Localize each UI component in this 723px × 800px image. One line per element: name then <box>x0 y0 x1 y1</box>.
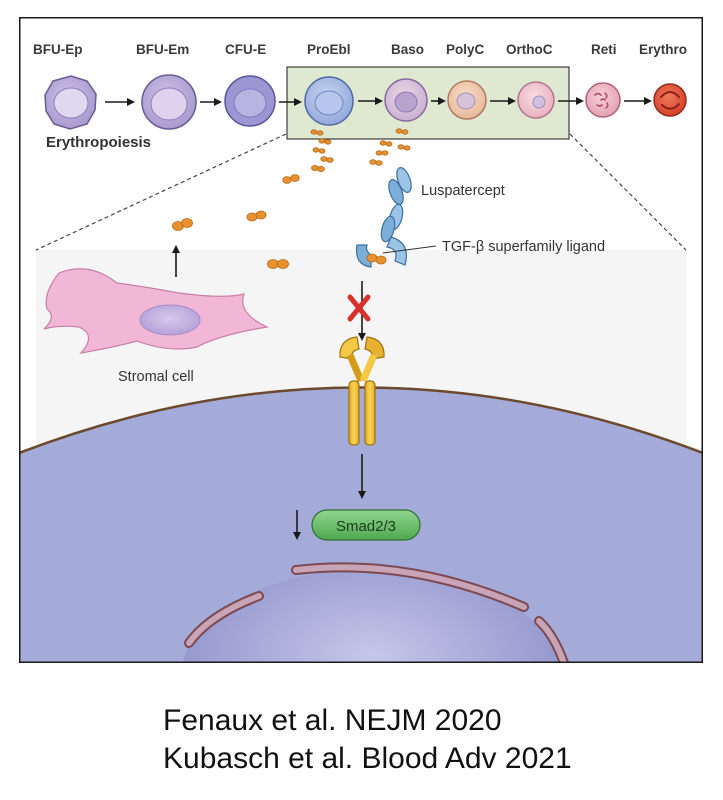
reference-1: Fenaux et al. NEJM 2020 <box>163 704 502 737</box>
pathway-figure: BFU-Ep BFU-Em CFU-E ProEbl Baso PolyC Or… <box>19 17 703 663</box>
smad-label: Smad2/3 <box>336 518 396 535</box>
ligand-dimer <box>172 218 193 231</box>
figure-frame <box>19 17 703 663</box>
cell-orthoc <box>517 81 555 119</box>
stage-label-orthoc: OrthoC <box>506 42 553 57</box>
ligand-particles <box>172 128 411 269</box>
stage-label-proebl: ProEbl <box>307 42 351 57</box>
ligand-pointer <box>382 245 437 254</box>
cell-proebl <box>304 76 354 126</box>
ligand-dimer <box>310 129 324 136</box>
receptor-icon <box>339 336 385 446</box>
stage-arrows <box>105 97 652 106</box>
inhibition-x-icon <box>347 294 371 322</box>
ligand-dimer <box>318 138 332 145</box>
smad-badge <box>311 509 421 541</box>
ligand-dimer <box>267 259 289 269</box>
stage-label-polyc: PolyC <box>446 42 485 57</box>
ligand-dimer <box>312 147 326 154</box>
ligand-dimer <box>311 164 325 172</box>
stromal-label: Stromal cell <box>118 369 194 385</box>
luspatercept-molecule <box>355 167 412 268</box>
ligand-dimer <box>379 140 393 147</box>
stage-label-bfu-em: BFU-Em <box>136 42 189 57</box>
ligand-dimer <box>369 159 383 166</box>
luspatercept-label: Luspatercept <box>421 183 505 199</box>
ligand-dimer <box>282 174 300 184</box>
stage-label-bfu-ep: BFU-Ep <box>33 42 83 57</box>
cell-reti <box>585 82 621 118</box>
nucleus <box>182 569 560 662</box>
cell-cfu-e <box>224 75 276 127</box>
process-label: Erythropoiesis <box>46 134 151 151</box>
stromal-cell <box>43 268 270 354</box>
cell-bfu-ep <box>44 75 97 130</box>
cell-baso <box>384 78 428 122</box>
ligand-dimer <box>375 150 389 156</box>
ligand-dimer <box>320 156 334 163</box>
cell-bfu-em <box>141 74 197 130</box>
stage-label-reti: Reti <box>591 42 617 57</box>
bound-ligand <box>366 253 387 265</box>
cell-polyc <box>447 80 487 120</box>
references: Fenaux et al. NEJM 2020 Kubasch et al. B… <box>163 702 703 778</box>
ligand-dimer <box>395 128 409 135</box>
ligand-dimer <box>397 144 411 151</box>
ligand-dimer <box>246 210 267 222</box>
ligand-label: TGF-β superfamily ligand <box>442 239 605 255</box>
stage-label-baso: Baso <box>391 42 424 57</box>
stage-label-erythro: Erythro <box>639 42 687 57</box>
cell-erythro <box>653 83 687 117</box>
reference-2: Kubasch et al. Blood Adv 2021 <box>163 742 572 775</box>
stage-label-cfu-e: CFU-E <box>225 42 266 57</box>
